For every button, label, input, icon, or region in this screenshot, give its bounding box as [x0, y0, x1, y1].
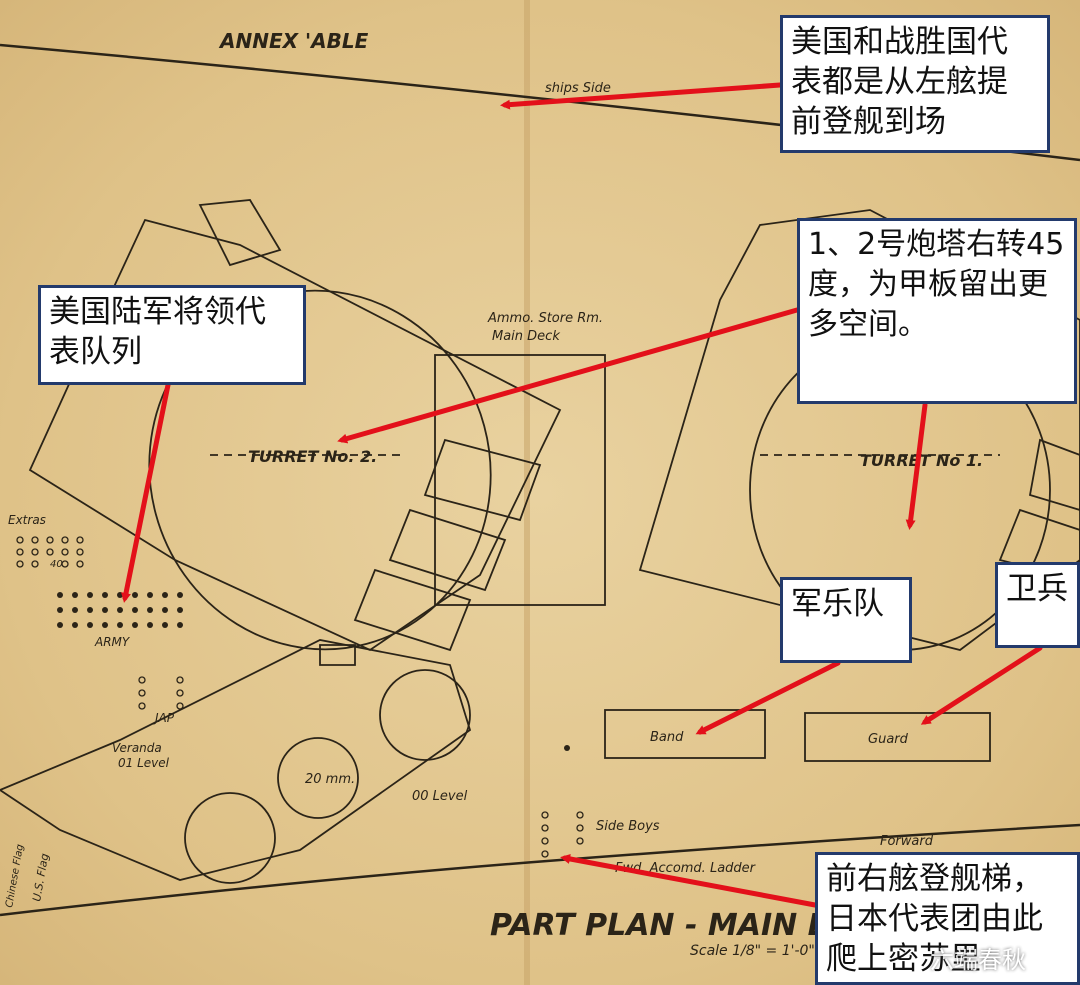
label-side-boys: Side Boys	[596, 819, 660, 834]
extras-dots	[16, 536, 84, 568]
label-band: Band	[650, 730, 684, 745]
lower-hull-line	[0, 823, 1080, 917]
label-20mm: 20 mm.	[305, 772, 355, 787]
army-dots	[57, 592, 183, 628]
note-turrets-rotated: 1、2号炮塔右转45 度，为甲板留出更 多空间。	[797, 218, 1077, 404]
turret-2	[28, 199, 606, 652]
label-extras: Extras	[8, 513, 46, 527]
arrow-turret-1	[905, 402, 928, 530]
label-ships-side: ships Side	[545, 81, 611, 96]
label-scale: Scale 1/8" = 1'-0"	[690, 943, 815, 959]
jap-dots	[138, 676, 184, 710]
note-army-formation: 美国陆军将领代 表队列	[38, 285, 306, 385]
label-ammo-store: Ammo. Store Rm.	[487, 311, 603, 326]
arrow-ladder	[560, 854, 818, 908]
label-forward: Forward	[880, 834, 934, 849]
note-starboard-ladder: 前右舷登舰梯， 日本代表团由此 爬上密苏里	[815, 852, 1080, 985]
label-veranda: Veranda	[112, 741, 162, 755]
arrow-turret-2	[337, 307, 800, 444]
guard-box	[804, 712, 991, 762]
label-us-flag: U.S. Flag	[30, 852, 51, 902]
label-main-deck: Main Deck	[492, 329, 560, 344]
note-band: 军乐队	[780, 577, 912, 663]
label-jap: JAP	[153, 711, 175, 725]
label-guard: Guard	[868, 732, 909, 747]
arrow-band	[695, 660, 841, 735]
band-box	[604, 709, 766, 759]
label-army: ARMY	[94, 635, 131, 649]
watermark: 六端春秋	[930, 946, 1026, 974]
label-40: 40	[50, 559, 63, 570]
side-boys-dots	[541, 811, 584, 858]
arrow-army	[121, 382, 171, 603]
annotation-arrows	[121, 82, 1043, 908]
label-chinese-flag: Chinese Flag	[4, 843, 26, 908]
note-left-rail-arrival: 美国和战胜国代 表都是从左舷提 前登舰到场	[780, 15, 1050, 153]
label-annex: ANNEX 'ABLE	[218, 29, 369, 53]
arrow-left-rail	[500, 82, 783, 110]
label-turret-2: TURRET No. 2.	[248, 447, 377, 466]
arrow-guard	[920, 645, 1043, 725]
center-mark	[564, 745, 570, 751]
label-turret-1: TURRET No 1.	[860, 451, 983, 470]
gun-tubs-20mm	[0, 639, 472, 884]
note-guard: 卫兵	[995, 562, 1080, 648]
label-level-00: 00 Level	[412, 789, 468, 804]
label-title: PART PLAN - MAIN DE	[490, 908, 854, 943]
label-level-01: 01 Level	[118, 756, 170, 770]
